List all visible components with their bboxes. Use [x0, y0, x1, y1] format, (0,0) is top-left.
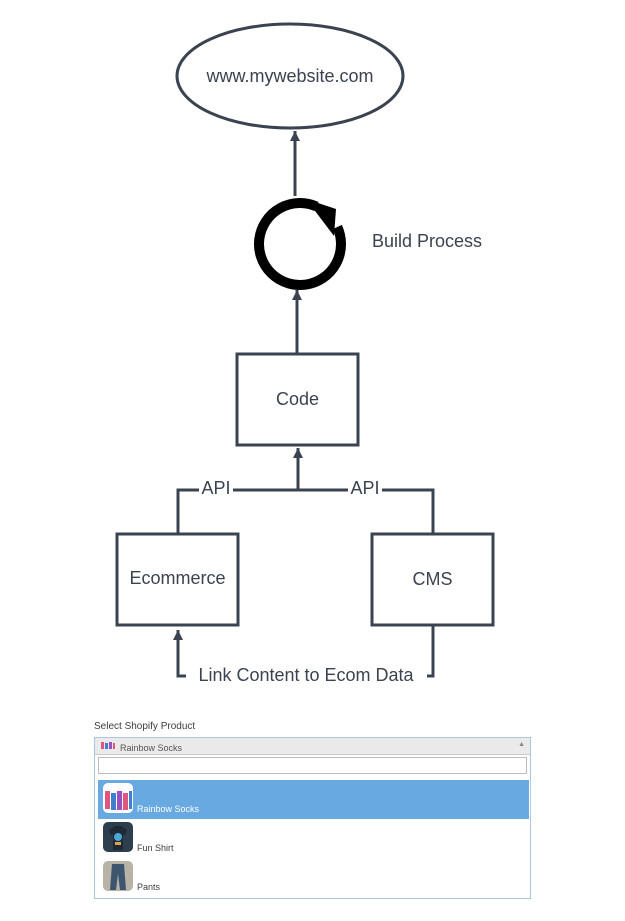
caret-up-icon[interactable]: ▲ [518, 741, 525, 748]
website-label: www.mywebsite.com [205, 66, 373, 86]
code-label: Code [276, 389, 319, 409]
build-process-label: Build Process [372, 231, 482, 251]
cms-label: CMS [413, 569, 453, 589]
selected-product-dropdown[interactable]: Rainbow Socks ▲ [95, 738, 530, 755]
pants-thumbnail-icon [103, 861, 133, 891]
cms-node: CMS [370, 532, 495, 627]
product-option-pants[interactable]: Pants [98, 858, 529, 897]
rainbow-socks-thumbnail-icon [101, 742, 115, 749]
ecommerce-node: Ecommerce [115, 532, 240, 627]
product-option-fun-shirt[interactable]: Fun Shirt [98, 819, 529, 858]
api-right-label: API [350, 478, 379, 498]
connector-cms-api [298, 488, 435, 534]
link-content-label: Link Content to Ecom Data [198, 665, 414, 685]
product-option-label: Rainbow Socks [137, 804, 200, 814]
product-option-label: Pants [137, 882, 161, 892]
product-search-input[interactable] [98, 757, 527, 774]
rainbow-socks-thumbnail-icon [103, 783, 133, 813]
refresh-icon [254, 198, 346, 290]
api-left-label: API [201, 478, 230, 498]
fun-shirt-thumbnail-icon [103, 822, 133, 852]
code-node: Code [235, 352, 360, 447]
website-node: www.mywebsite.com [175, 22, 405, 130]
architecture-diagram: www.mywebsite.com Build Process Code API… [115, 22, 495, 686]
picker-label: Select Shopify Product [94, 721, 196, 732]
shopify-product-picker: Rainbow Socks ▲ Rainbow Socks Fun Shirt … [94, 737, 531, 899]
selected-product-label: Rainbow Socks [120, 743, 183, 753]
product-option-label: Fun Shirt [137, 843, 174, 853]
ecommerce-label: Ecommerce [129, 568, 225, 588]
connector-ecommerce-api [176, 488, 298, 534]
product-option-rainbow-socks[interactable]: Rainbow Socks [98, 780, 529, 819]
